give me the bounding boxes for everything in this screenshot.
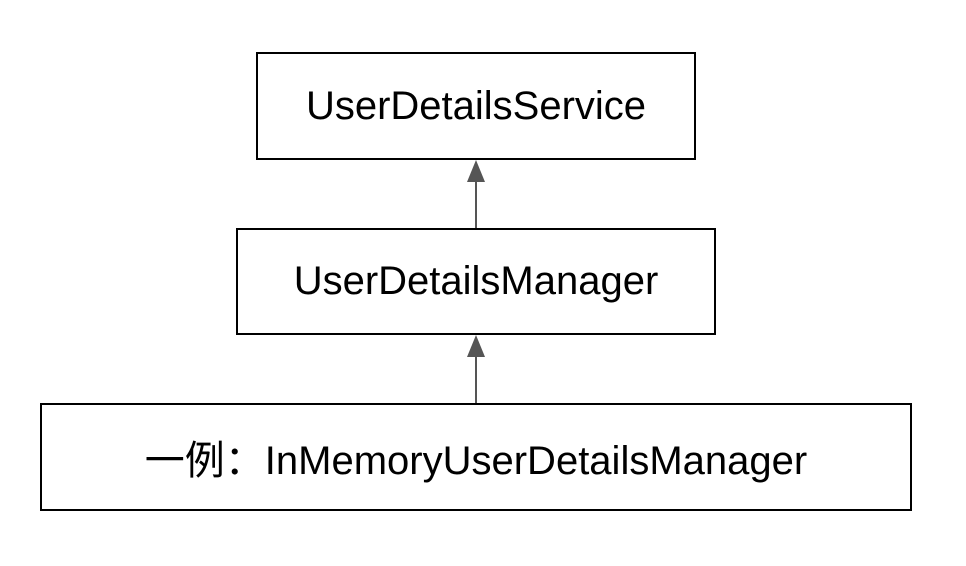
arrowhead-icon: [467, 160, 485, 182]
node-label-in-memory-user-details-manager: 一例：InMemoryUserDetailsManager: [144, 439, 808, 483]
edge-example-to-manager: [467, 335, 485, 403]
edge-manager-to-service: [467, 160, 485, 228]
node-label-user-details-manager: UserDetailsManager: [293, 259, 659, 303]
node-label-user-details-service: UserDetailsService: [305, 83, 647, 128]
arrowhead-icon: [467, 335, 485, 357]
node-user-details-service: UserDetailsService: [256, 52, 696, 160]
node-in-memory-user-details-manager: 一例：InMemoryUserDetailsManager: [40, 403, 912, 511]
node-user-details-manager: UserDetailsManager: [236, 228, 716, 335]
